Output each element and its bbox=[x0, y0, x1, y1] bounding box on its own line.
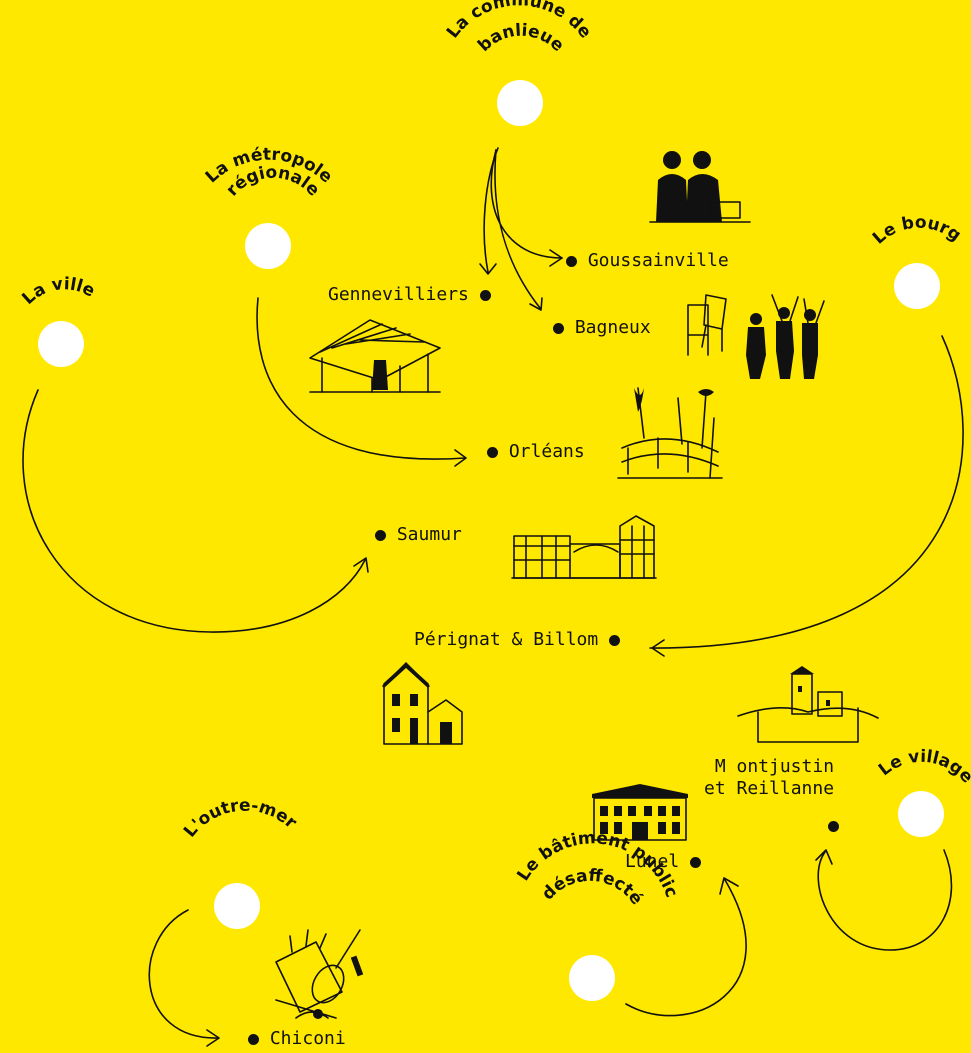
arrowhead bbox=[479, 263, 497, 275]
node-ville bbox=[38, 321, 84, 367]
label-outremer: L'outre-mer bbox=[180, 796, 301, 842]
place-marker bbox=[248, 1033, 259, 1045]
place-marker bbox=[553, 322, 564, 334]
label-bourg: Le bourg bbox=[869, 213, 965, 249]
place-perignat: Pérignat & Billom bbox=[414, 629, 621, 651]
place-chiconi: Chiconi bbox=[248, 1028, 346, 1050]
node-banlieue bbox=[497, 80, 543, 126]
arrowhead bbox=[815, 849, 833, 865]
place-marker bbox=[609, 634, 621, 646]
place-label: Goussainville bbox=[587, 250, 729, 271]
place-label: Saumur bbox=[396, 524, 462, 545]
workers-icon bbox=[649, 151, 751, 223]
arrow-outremer-chiconi bbox=[148, 909, 219, 1039]
place-marker-montjustin bbox=[828, 821, 839, 832]
node-outremer bbox=[214, 883, 260, 929]
hill-village-icon bbox=[737, 666, 879, 743]
place-label: Pérignat & Billom bbox=[414, 629, 599, 650]
node-metropole bbox=[245, 223, 291, 269]
arrowhead bbox=[529, 297, 543, 311]
label-ville: La ville bbox=[18, 274, 98, 309]
instruments-icon bbox=[275, 929, 364, 1019]
arrow-banlieue-goussainville bbox=[490, 149, 563, 259]
place-gennevilliers: Gennevilliers bbox=[328, 284, 491, 306]
arrowhead bbox=[549, 249, 563, 267]
place-goussainville: Goussainville bbox=[566, 250, 729, 272]
place-orleans: Orléans bbox=[487, 441, 585, 463]
bridge-plants-icon bbox=[617, 387, 723, 479]
category-nodes bbox=[38, 80, 944, 1001]
place-marker bbox=[479, 289, 491, 301]
house-icon bbox=[382, 662, 463, 745]
place-label-line2: et Reillanne bbox=[704, 778, 835, 799]
place-marker bbox=[566, 255, 577, 267]
pergola-icon bbox=[309, 319, 441, 393]
place-marker bbox=[690, 856, 702, 868]
arrow-ville-saumur bbox=[22, 389, 366, 633]
place-marker bbox=[375, 529, 386, 541]
town-hall-icon bbox=[592, 784, 688, 841]
arrowhead bbox=[206, 1029, 220, 1047]
arrowhead bbox=[719, 877, 739, 895]
arrowhead bbox=[454, 449, 467, 467]
node-bourg bbox=[894, 263, 940, 309]
place-montjustin: M ontjustin et Reillanne bbox=[704, 756, 834, 800]
arrow-metropole-orleans bbox=[256, 297, 466, 460]
arrow-batiment-lunel bbox=[625, 879, 747, 1017]
label-village: Le village bbox=[875, 747, 971, 788]
node-village bbox=[898, 791, 944, 837]
arrow-banlieue-gennevilliers bbox=[483, 147, 499, 273]
label-banlieue-line2: banlieue bbox=[474, 21, 568, 56]
place-label: Bagneux bbox=[574, 317, 651, 338]
dancers-chairs-icon bbox=[687, 294, 825, 379]
arrow-village-loop bbox=[817, 849, 953, 951]
arrowhead bbox=[651, 639, 665, 657]
place-label: Chiconi bbox=[269, 1028, 346, 1049]
place-label: Lunel bbox=[625, 851, 680, 872]
place-marker bbox=[487, 446, 498, 458]
arrow-bourg-perignat bbox=[649, 335, 964, 649]
place-lunel: Lunel bbox=[625, 851, 702, 873]
market-hall-icon bbox=[511, 515, 657, 579]
flow-arrows bbox=[22, 147, 964, 1047]
arrow-banlieue-bagneux bbox=[494, 149, 541, 309]
place-label: Orléans bbox=[508, 441, 585, 462]
arrowhead bbox=[353, 557, 369, 573]
node-batiment bbox=[569, 955, 615, 1001]
place-bagneux: Bagneux bbox=[553, 317, 651, 339]
place-saumur: Saumur bbox=[375, 524, 462, 546]
place-label-line1: M ontjustin bbox=[714, 756, 835, 777]
place-label: Gennevilliers bbox=[328, 284, 469, 305]
